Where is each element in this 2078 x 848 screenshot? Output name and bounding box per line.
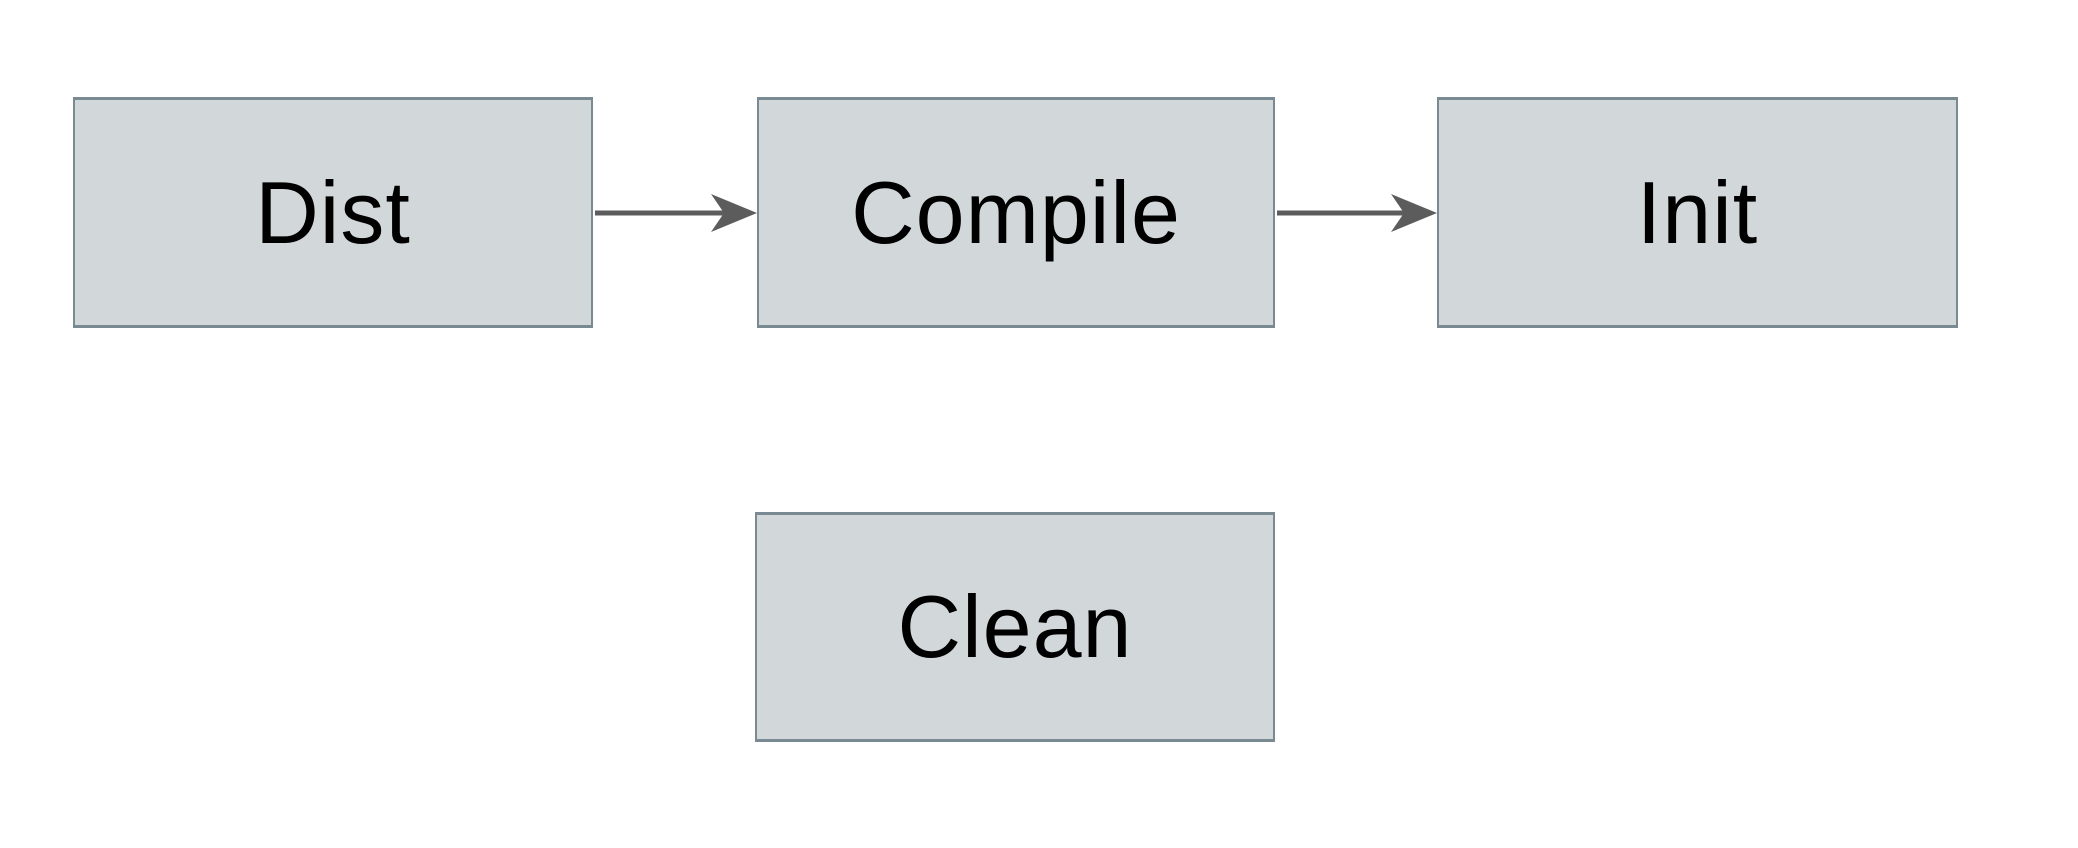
arrow-compile-to-init[interactable] [1277,194,1437,232]
node-clean-label: Clean [897,577,1133,676]
node-init[interactable]: Init [1437,97,1958,328]
node-init-label: Init [1636,162,1759,262]
node-compile-label: Compile [851,162,1181,262]
node-clean[interactable]: Clean [755,512,1275,742]
node-dist[interactable]: Dist [73,97,593,328]
arrow-head-icon [711,194,757,232]
arrow-dist-to-compile[interactable] [595,194,757,232]
node-compile[interactable]: Compile [757,97,1275,328]
node-dist-label: Dist [255,162,411,262]
arrow-head-icon [1391,194,1437,232]
